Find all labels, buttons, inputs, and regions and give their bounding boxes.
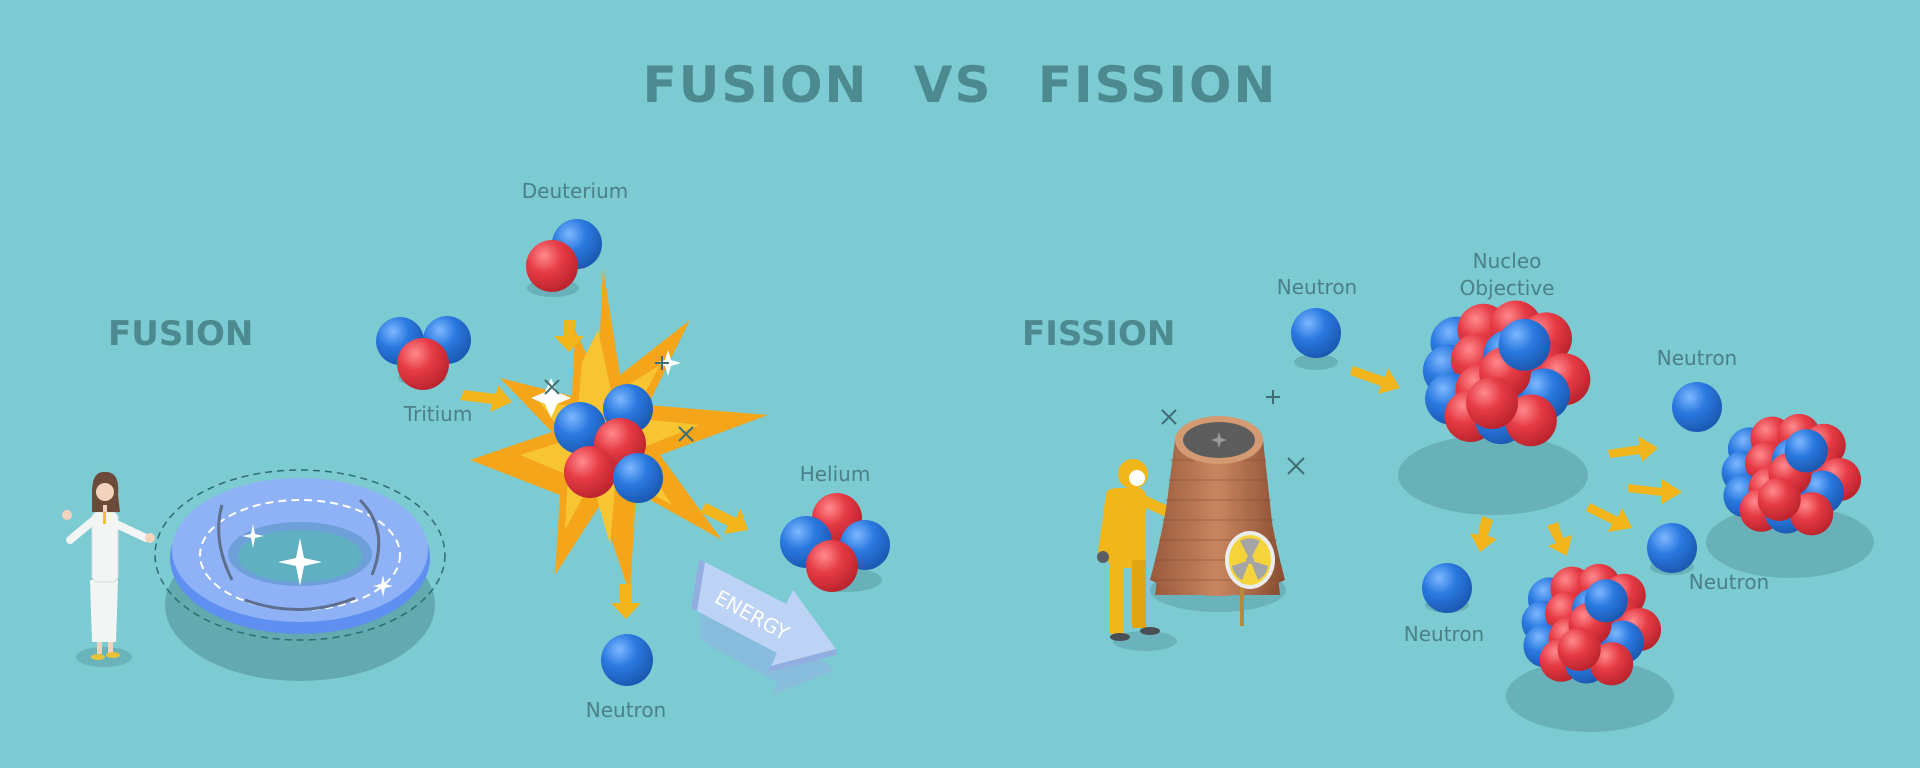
neutron-ball — [613, 453, 663, 503]
proton-ball — [1557, 627, 1601, 672]
neutron-ball — [554, 402, 606, 454]
sparkle-marks — [544, 356, 1305, 475]
proton-ball — [526, 240, 578, 292]
neutron-ball — [601, 634, 653, 686]
energy-arrow — [691, 560, 836, 695]
fission-heading: FISSION — [1022, 314, 1176, 354]
neutron-ball — [1647, 523, 1697, 573]
proton-ball — [1590, 642, 1634, 686]
helium-particles — [780, 493, 890, 592]
neutron-ball — [1498, 318, 1551, 371]
proton-ball — [1466, 377, 1518, 429]
neutron-ball — [1672, 382, 1722, 432]
tritium-particles — [376, 316, 471, 390]
hazmat-worker — [1097, 459, 1178, 651]
fragment-cluster-bottom — [1521, 563, 1662, 686]
fission-neutron-right — [1672, 382, 1722, 432]
fusion-core-particles — [554, 384, 663, 503]
tokamak-reactor — [154, 469, 446, 681]
radiation-sign-icon — [1225, 531, 1275, 626]
reaction-arrows — [460, 320, 1682, 619]
fission-neutron-right-low — [1647, 523, 1697, 573]
fission-neutron-bottom-label: Neutron — [1403, 622, 1485, 646]
fragment-cluster-right — [1721, 413, 1862, 536]
fission-neutron-in — [1291, 308, 1341, 358]
fission-neutron-right-low-label: Neutron — [1688, 570, 1770, 594]
neutron-ball — [1422, 563, 1472, 613]
scientist-figure — [62, 471, 155, 667]
neutron-ball — [1291, 308, 1341, 358]
nucleus-label-line2: Objective — [1459, 276, 1555, 300]
tritium-label: Tritium — [403, 402, 473, 426]
fusion-neutron-particle — [601, 634, 653, 686]
page-title: FUSION VS FISSION — [642, 56, 1278, 114]
fission-neutron-bottom — [1422, 563, 1472, 613]
fusion-neutron-label: Neutron — [585, 698, 667, 722]
nucleus-cluster — [1422, 300, 1591, 447]
deuterium-label: Deuterium — [521, 179, 629, 203]
proton-ball — [1790, 492, 1834, 536]
particle-layer — [376, 219, 1862, 686]
deuterium-particles — [526, 219, 602, 292]
fission-neutron-right-label: Neutron — [1656, 346, 1738, 370]
neutron-ball — [1584, 579, 1628, 623]
proton-ball — [806, 540, 858, 592]
fission-neutron-in-label: Neutron — [1276, 275, 1358, 299]
proton-ball — [1757, 477, 1801, 521]
helium-label: Helium — [799, 462, 871, 486]
fusion-heading: FUSION — [108, 314, 254, 354]
proton-ball — [564, 446, 616, 498]
neutron-ball — [1784, 429, 1828, 473]
proton-ball — [397, 338, 449, 390]
nucleus-label-line1: Nucleo — [1472, 249, 1542, 273]
proton-ball — [1505, 394, 1557, 447]
